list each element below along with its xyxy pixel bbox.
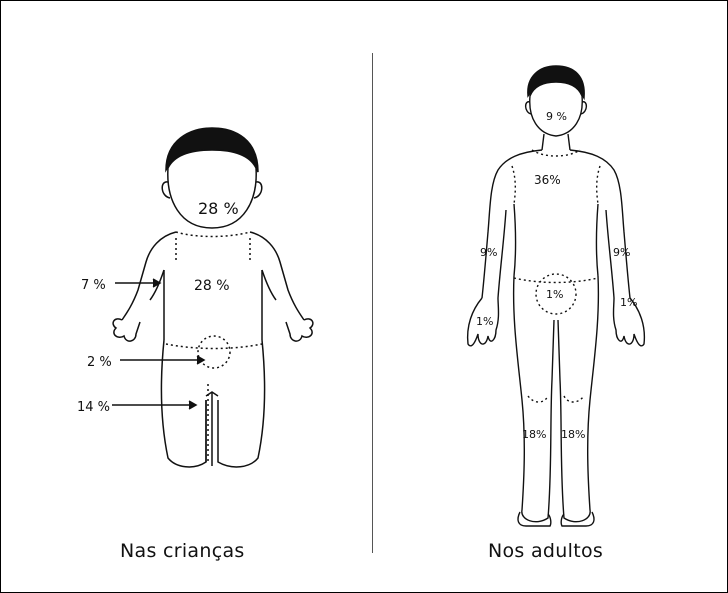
child-arm-label: 7 % <box>81 278 106 293</box>
adult-figure <box>466 65 646 527</box>
adult-head-label: 9 % <box>546 110 567 123</box>
child-genital-label: 2 % <box>87 355 112 370</box>
child-caption: Nas crianças <box>120 540 245 562</box>
child-leg-label: 14 % <box>77 400 110 415</box>
adult-leg-left-label: 18% <box>561 428 585 441</box>
adult-hand-left-label: 1% <box>620 296 637 309</box>
adult-caption: Nos adultos <box>488 540 604 562</box>
child-figure <box>112 127 314 468</box>
vertical-divider <box>372 53 373 553</box>
child-labels: 28 % 28 % 7 % 2 % 14 % <box>77 199 239 415</box>
adult-hand-right-label: 1% <box>476 315 493 328</box>
adult-genital-label: 1% <box>546 288 563 301</box>
adult-leg-right-label: 18% <box>522 428 546 441</box>
child-trunk-label: 28 % <box>194 278 230 294</box>
adult-arm-right-label: 9% <box>480 246 497 259</box>
adult-labels: 9 % 36% 9% 9% 1% 1% 1% 18% 18% <box>476 110 637 441</box>
adult-arm-left-label: 9% <box>613 246 630 259</box>
adult-trunk-label: 36% <box>534 173 561 187</box>
child-head-label: 28 % <box>198 199 239 218</box>
